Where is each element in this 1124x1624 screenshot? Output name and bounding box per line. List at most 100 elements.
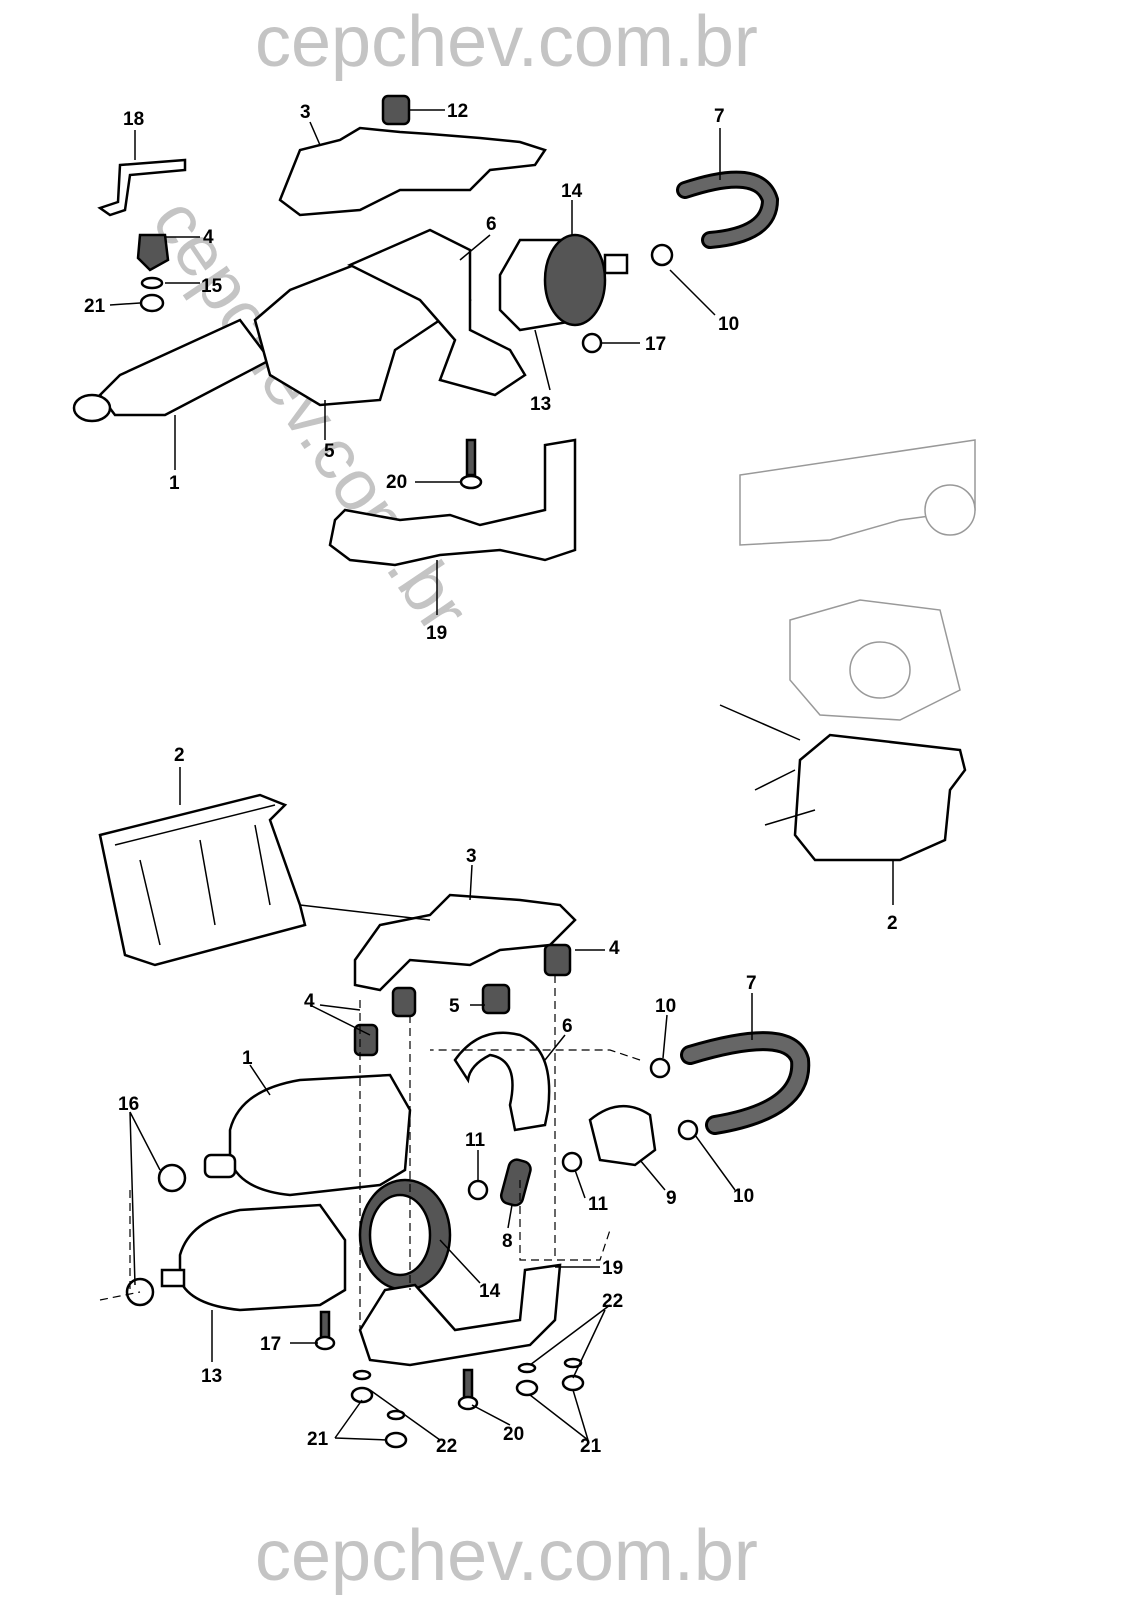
callout-16: 16 <box>118 1094 139 1115</box>
callout-7: 7 <box>714 106 725 127</box>
callout-14: 14 <box>561 181 583 202</box>
part-2-heat-shield <box>98 793 307 967</box>
part-10-hose-clip <box>650 243 674 267</box>
part-1-fuel-pump <box>98 318 272 417</box>
part-13-filter-inlet <box>160 1268 186 1288</box>
part-7-hose <box>679 173 777 246</box>
callout-14-lower: 14 <box>479 1281 501 1302</box>
callout-17-lower: 17 <box>260 1334 281 1355</box>
part-22-washer-c <box>517 1362 537 1374</box>
assembly-dashed-lines <box>99 975 641 1330</box>
part-8-hose <box>499 1158 532 1207</box>
callout-5: 5 <box>324 441 335 462</box>
installed-view: 2 <box>719 439 976 934</box>
watermark-top: cepchev.com.br <box>255 2 758 82</box>
callout-3: 3 <box>300 102 311 123</box>
callout-10: 10 <box>718 314 739 335</box>
upper-leader-lines <box>109 109 721 615</box>
part-16-clip-upper <box>157 1163 187 1193</box>
part-14-ring-inner <box>368 1193 432 1277</box>
part-15-washer <box>140 276 164 290</box>
callout-10-upper: 10 <box>655 996 676 1017</box>
part-4-mount-right <box>543 943 572 977</box>
part-2-ribs <box>114 804 276 946</box>
part-1-fuel-pump-lower <box>228 1073 412 1197</box>
part-20-bolt <box>465 438 477 477</box>
callout-1: 1 <box>169 473 180 494</box>
part-3-bracket <box>278 126 547 217</box>
part-11-clip-right <box>561 1151 583 1173</box>
callout-2-lower: 2 <box>174 745 185 766</box>
callout-18: 18 <box>123 109 144 130</box>
callout-5-lower: 5 <box>449 996 460 1017</box>
part-1-pump-outlet <box>72 393 112 423</box>
callout-3-lower: 3 <box>466 846 477 867</box>
callout-15: 15 <box>201 276 223 297</box>
callout-12: 12 <box>447 101 468 122</box>
callout-21: 21 <box>84 296 106 317</box>
part-11-clip-left <box>467 1179 489 1201</box>
part-20-bolt-head-lower <box>457 1395 479 1411</box>
callout-10-lower: 10 <box>733 1186 754 1207</box>
part-13-fuel-filter-lower <box>178 1203 347 1312</box>
part-17-bolt-head <box>314 1335 336 1351</box>
part-21-nut-d <box>561 1374 585 1392</box>
callout-9: 9 <box>666 1188 677 1209</box>
callout-20-lower: 20 <box>503 1424 524 1445</box>
part-21-nut-a <box>350 1386 374 1404</box>
callout-20: 20 <box>386 472 407 493</box>
part-6-clamp <box>347 228 527 397</box>
part-10-clip-lower <box>677 1119 699 1141</box>
callout-1-lower: 1 <box>242 1048 253 1069</box>
part-2-shield-installed <box>793 733 967 862</box>
part-22-washer-a <box>352 1369 372 1381</box>
installed-leader-lines <box>719 704 894 905</box>
vehicle-wheel-ghost <box>924 484 976 536</box>
part-9-pressure-regulator <box>588 1104 657 1167</box>
callout-11-right: 11 <box>588 1194 609 1215</box>
part-17-bolt <box>581 332 603 354</box>
part-10-clip-upper <box>649 1057 671 1079</box>
part-13-filter-outlet <box>603 253 629 275</box>
callout-4-right: 4 <box>609 938 620 959</box>
part-12-bushing <box>381 94 411 126</box>
callout-21-left: 21 <box>307 1429 329 1450</box>
callout-6-lower: 6 <box>562 1016 573 1037</box>
callout-22-left: 22 <box>436 1436 457 1457</box>
callout-19-lower: 19 <box>602 1258 623 1279</box>
part-21-nut-b <box>384 1431 408 1449</box>
part-19-bracket <box>328 438 577 567</box>
part-21-nut-c <box>515 1379 539 1397</box>
part-5-bushing <box>481 983 511 1015</box>
part-6-clamp-lower <box>453 1031 551 1132</box>
part-22-washer-d <box>563 1357 583 1369</box>
callout-4: 4 <box>203 227 214 248</box>
callout-21-right: 21 <box>580 1436 602 1457</box>
part-14-rubber-ring <box>543 233 607 327</box>
callout-13-lower: 13 <box>201 1366 222 1387</box>
callout-19: 19 <box>426 623 447 644</box>
installed-filter <box>849 641 911 699</box>
callout-4-left: 4 <box>304 991 315 1012</box>
callout-7-lower: 7 <box>746 973 757 994</box>
part-18-bracket <box>97 158 187 217</box>
part-4-mount <box>136 233 170 272</box>
upper-exploded-view: 12 3 18 7 14 6 4 15 21 10 17 13 5 1 20 1… <box>72 94 780 644</box>
lower-leader-lines <box>129 767 753 1441</box>
part-7-hose-lower <box>683 1034 808 1132</box>
part-4-mount-center <box>391 986 417 1018</box>
part-1-pump-inlet <box>203 1153 237 1179</box>
vehicle-frame <box>739 439 976 546</box>
part-21-nut <box>139 293 165 313</box>
callout-8: 8 <box>502 1231 513 1252</box>
callout-6: 6 <box>486 214 497 235</box>
callout-13: 13 <box>530 394 551 415</box>
part-3-bracket-lower <box>353 893 577 992</box>
callout-17: 17 <box>645 334 666 355</box>
callout-22-right: 22 <box>602 1291 623 1312</box>
callout-2-installed: 2 <box>887 913 898 934</box>
watermark-bottom: cepchev.com.br <box>255 1516 758 1596</box>
lower-exploded-view: 2 3 4 4 5 7 10 6 1 16 11 11 9 10 8 14 19… <box>98 745 811 1457</box>
